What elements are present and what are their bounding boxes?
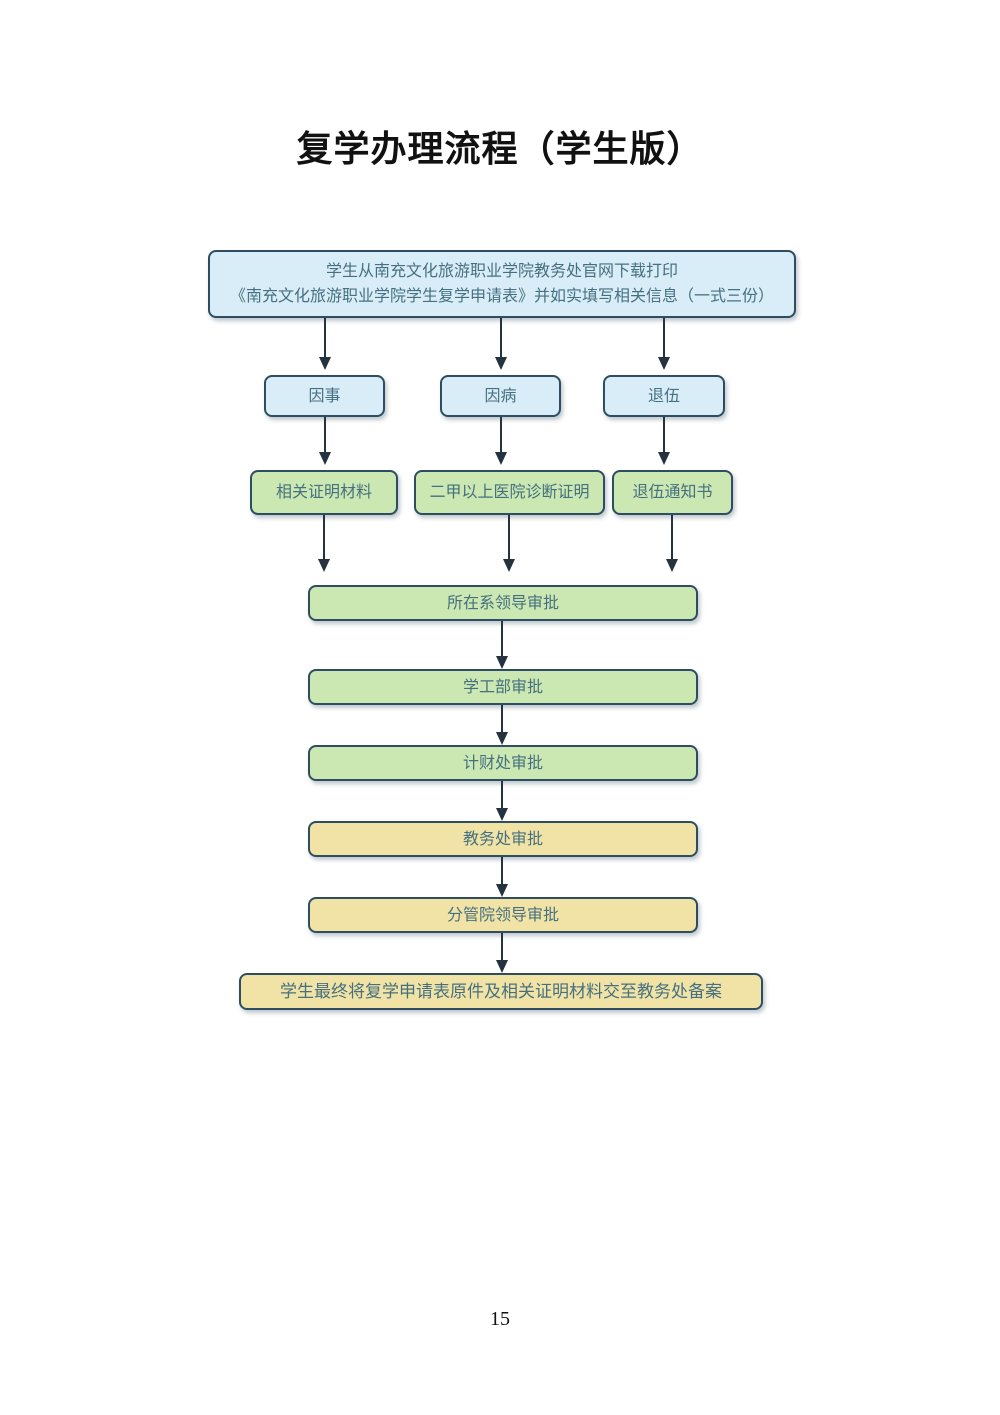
- reason-label: 退伍: [647, 387, 680, 405]
- arrow-down-icon: [495, 417, 507, 465]
- final-label: 学生最终将复学申请表原件及相关证明材料交至教务处备案: [280, 982, 722, 1001]
- arrow-down-icon: [496, 781, 508, 821]
- material-label: 二甲以上医院诊断证明: [429, 484, 590, 501]
- approval-label: 学工部审批: [462, 678, 543, 696]
- arrow-down-icon: [496, 621, 508, 669]
- arrow-down-icon: [666, 515, 678, 572]
- material-label: 相关证明材料: [275, 484, 372, 501]
- start-box: 学生从南充文化旅游职业学院教务处官网下载打印 《南充文化旅游职业学院学生复学申请…: [208, 250, 796, 318]
- page-title: 复学办理流程（学生版）: [296, 129, 704, 169]
- arrow-down-icon: [319, 318, 331, 370]
- arrow-down-icon: [495, 318, 507, 370]
- arrow-down-icon: [496, 857, 508, 897]
- reason-label: 因事: [308, 387, 341, 405]
- reason-box-illness: 因病: [440, 375, 561, 417]
- material-box-hospital-diagnosis: 二甲以上医院诊断证明: [414, 470, 605, 515]
- approval-box-academic-affairs: 教务处审批: [308, 821, 698, 857]
- arrow-down-icon: [496, 705, 508, 745]
- arrow-down-icon: [319, 417, 331, 465]
- arrow-down-icon: [658, 417, 670, 465]
- approval-box-department-leader: 所在系领导审批: [308, 585, 698, 621]
- reason-label: 因病: [484, 387, 517, 405]
- arrow-down-icon: [658, 318, 670, 370]
- approval-box-student-affairs: 学工部审批: [308, 669, 698, 705]
- final-box-filing: 学生最终将复学申请表原件及相关证明材料交至教务处备案: [239, 973, 763, 1010]
- material-box-demobilization-notice: 退伍通知书: [612, 470, 733, 515]
- arrow-down-icon: [496, 933, 508, 973]
- approval-box-finance-office: 计财处审批: [308, 745, 698, 781]
- approval-label: 教务处审批: [462, 830, 543, 848]
- material-label: 退伍通知书: [632, 484, 713, 501]
- material-box-proof-documents: 相关证明材料: [250, 470, 398, 515]
- approval-box-vice-president: 分管院领导审批: [308, 897, 698, 933]
- arrow-down-icon: [503, 515, 515, 572]
- reason-box-personal-matters: 因事: [264, 375, 385, 417]
- page-number: 15: [490, 1308, 510, 1330]
- reason-box-demobilized: 退伍: [603, 375, 725, 417]
- approval-label: 分管院领导审批: [446, 906, 559, 924]
- start-box-line1: 学生从南充文化旅游职业学院教务处官网下载打印: [325, 263, 678, 280]
- start-box-line2: 《南充文化旅游职业学院学生复学申请表》并如实填写相关信息（一式三份）: [229, 288, 774, 305]
- approval-label: 所在系领导审批: [446, 594, 559, 612]
- arrow-down-icon: [318, 515, 330, 572]
- approval-label: 计财处审批: [462, 754, 543, 772]
